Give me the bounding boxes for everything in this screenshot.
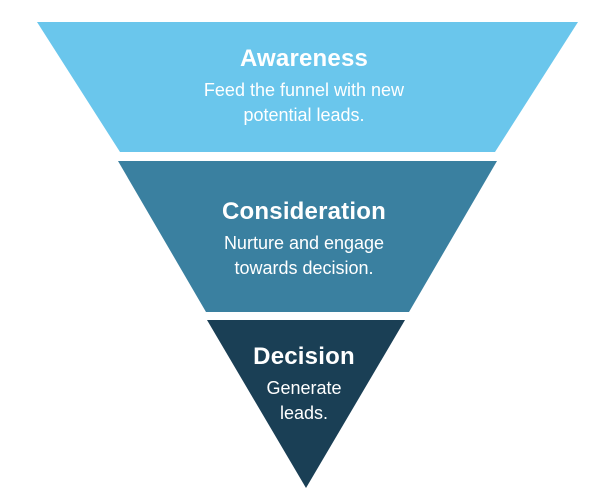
funnel-stage-awareness-shape [37,22,578,152]
stage-title: Awareness [239,45,369,72]
funnel-stage-awareness: Awareness Feed the funnel with new poten… [0,44,608,128]
stage-title: Decision [253,343,355,370]
stage-title: Consideration [222,198,386,225]
funnel-stage-consideration: Consideration Nurture and engage towards… [0,197,608,281]
funnel-stage-decision-shape [207,320,405,488]
stage-description: Generate leads. [266,378,342,423]
stage-description: Feed the funnel with new potential leads… [203,80,405,125]
stage-description: Nurture and engage towards decision. [223,233,385,278]
funnel-stage-decision: Decision Generate leads. [0,342,608,426]
funnel-stage-consideration-shape [118,161,497,312]
